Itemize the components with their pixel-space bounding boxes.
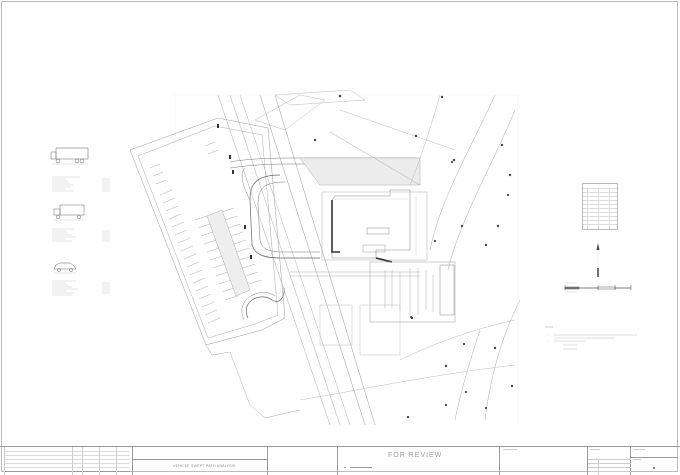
vehicle-3-diagram xyxy=(53,262,77,274)
revision-table xyxy=(0,447,133,475)
scale-bar xyxy=(564,282,632,293)
curve-table-title xyxy=(583,184,617,189)
general-notes xyxy=(545,326,640,361)
for-review-stamp: FOR REVIEW xyxy=(388,452,443,459)
project-info: VEHICLE SWEPT PATH ANALYSIS xyxy=(133,447,268,475)
logo-cell xyxy=(268,447,338,475)
project-title: VEHICLE SWEPT PATH ANALYSIS xyxy=(173,464,236,468)
vehicle-3-specs xyxy=(52,280,112,298)
drawn-info xyxy=(588,447,631,475)
drawing-number-cell xyxy=(631,447,678,475)
vehicle-1-specs xyxy=(52,176,112,194)
north-arrow-icon xyxy=(596,242,600,278)
vehicle-2-specs xyxy=(52,228,112,244)
vehicle-2-diagram xyxy=(53,204,85,221)
vehicle-1-diagram xyxy=(50,147,89,165)
title-block: VEHICLE SWEPT PATH ANALYSIS FOR REVIEW xyxy=(0,446,680,475)
curve-table xyxy=(582,183,618,230)
client-cell xyxy=(500,447,588,475)
site-plan xyxy=(129,89,521,426)
review-stamp: FOR REVIEW xyxy=(338,447,500,475)
